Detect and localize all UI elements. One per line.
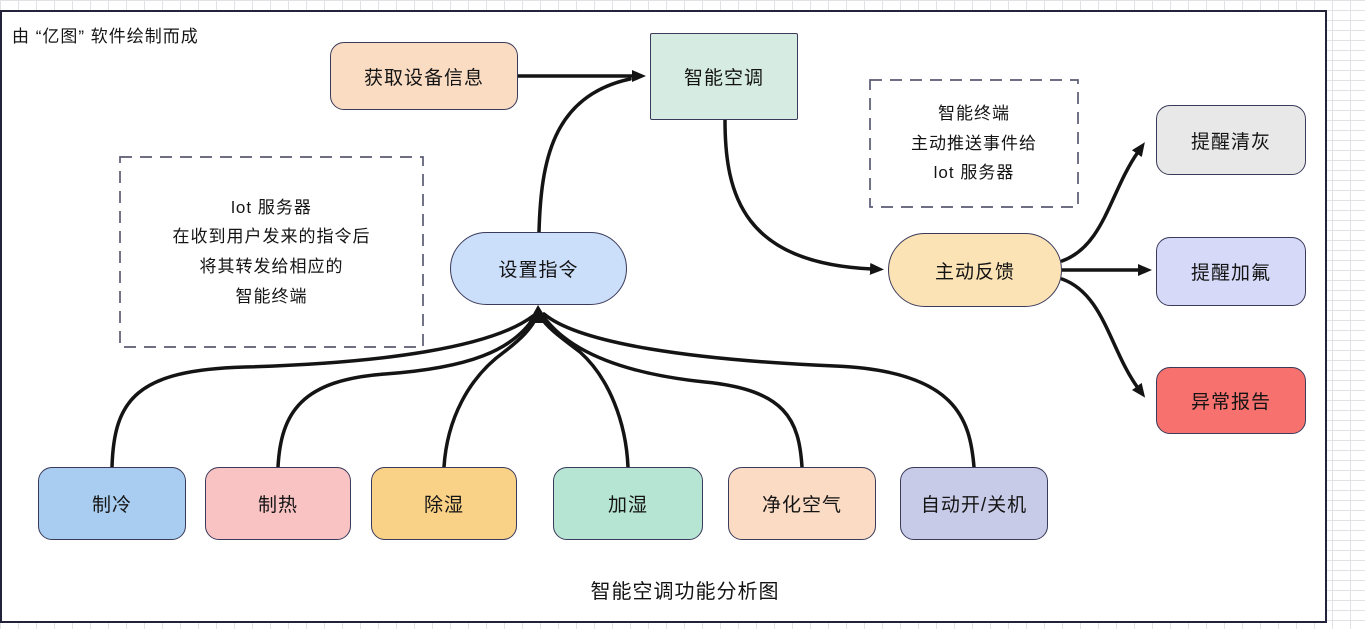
edge-feedback-to-abnormal [1060,277,1146,398]
note-line: 智能终端 [938,103,1010,123]
node-dehumidify: 除湿 [371,467,517,540]
note-line: lot 服务器 [231,197,312,217]
node-label: 设置指令 [498,260,579,281]
node-set-command: 设置指令 [450,232,627,305]
edge-ac-to-feedback [723,118,884,275]
node-active-feedback: 主动反馈 [888,233,1062,307]
node-purify-air: 净化空气 [728,467,876,540]
note-line: 智能终端 [235,286,308,306]
node-label: 智能空调 [683,68,764,89]
note-line: 主动推送事件给 [911,133,1037,153]
edge-purify-to-setcmd [541,314,804,469]
converge-arrowhead [528,305,549,323]
node-abnormal-report: 异常报告 [1156,367,1306,434]
note-line: lot 服务器 [933,163,1015,183]
node-label: 净化空气 [761,495,842,516]
smart-terminal-note-frame [869,79,1079,208]
node-cooling: 制冷 [38,467,186,540]
edge-humidify-to-setcmd [538,314,630,469]
node-fetch-device-info: 获取设备信息 [330,42,518,110]
node-remind-add-fluoride: 提醒加氟 [1156,237,1306,306]
edge-feedback-to-clean [1060,142,1145,263]
node-label: 加湿 [607,495,648,516]
note-smart-terminal: 智能终端 主动推送事件给 lot 服务器 [870,80,1078,207]
node-heating: 制热 [205,467,351,540]
node-label: 制冷 [91,495,132,516]
node-label: 除湿 [423,495,464,516]
note-line: 将其转发给相应的 [199,257,344,276]
node-label: 提醒加氟 [1190,263,1271,284]
edge-dehumidify-to-setcmd [442,314,539,469]
node-remind-clean-dust: 提醒清灰 [1156,105,1306,175]
edge-cooling-to-setcmd [110,314,535,469]
node-label: 异常报告 [1190,392,1271,413]
node-label: 制热 [257,495,298,516]
edge-setcmd-to-ac [537,77,632,234]
node-smart-ac: 智能空调 [650,33,798,120]
edge-autopower-to-setcmd [542,312,976,469]
note-line: 在收到用户发来的指令后 [172,227,371,247]
node-label: 提醒清灰 [1190,131,1271,153]
node-auto-on-off: 自动开/关机 [900,467,1048,540]
node-label: 自动开/关机 [920,495,1028,516]
diagram-caption: 智能空调功能分析图 [590,581,780,603]
note-iot-server: lot 服务器 在收到用户发来的指令后 将其转发给相应的 智能终端 [120,157,423,347]
watermark-text: 由 “亿图” 软件绘制而成 [12,27,199,46]
iot-server-note-frame [119,156,424,348]
edge-heating-to-setcmd [276,314,537,469]
node-label: 主动反馈 [934,261,1015,283]
node-label: 获取设备信息 [363,67,484,89]
node-humidify: 加湿 [553,467,703,540]
